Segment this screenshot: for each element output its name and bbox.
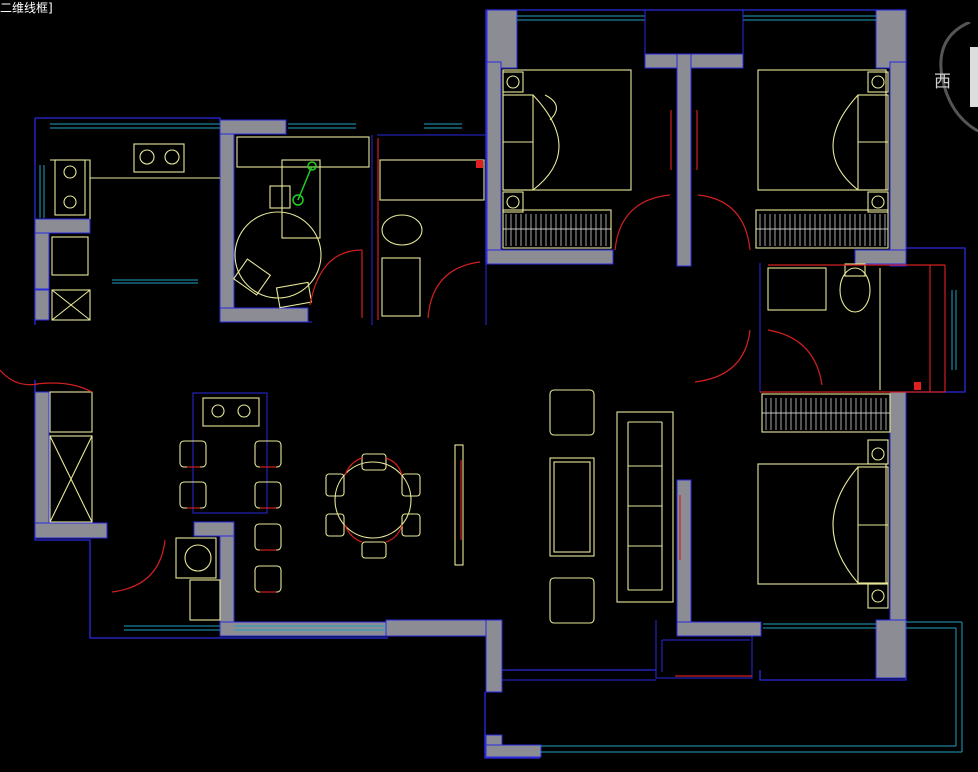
windows <box>39 15 963 753</box>
walls <box>34 9 907 758</box>
west-direction-label: 西 <box>934 72 951 92</box>
wardrobe-hangers <box>505 214 887 430</box>
viewcube-compass[interactable] <box>930 22 978 132</box>
blue-guides <box>89 9 890 681</box>
viewport-mode-label[interactable]: 二维线框] <box>0 1 53 15</box>
doors <box>0 110 946 677</box>
accent-markers <box>476 160 921 390</box>
selected-lamp <box>292 161 317 206</box>
furniture <box>49 69 891 624</box>
